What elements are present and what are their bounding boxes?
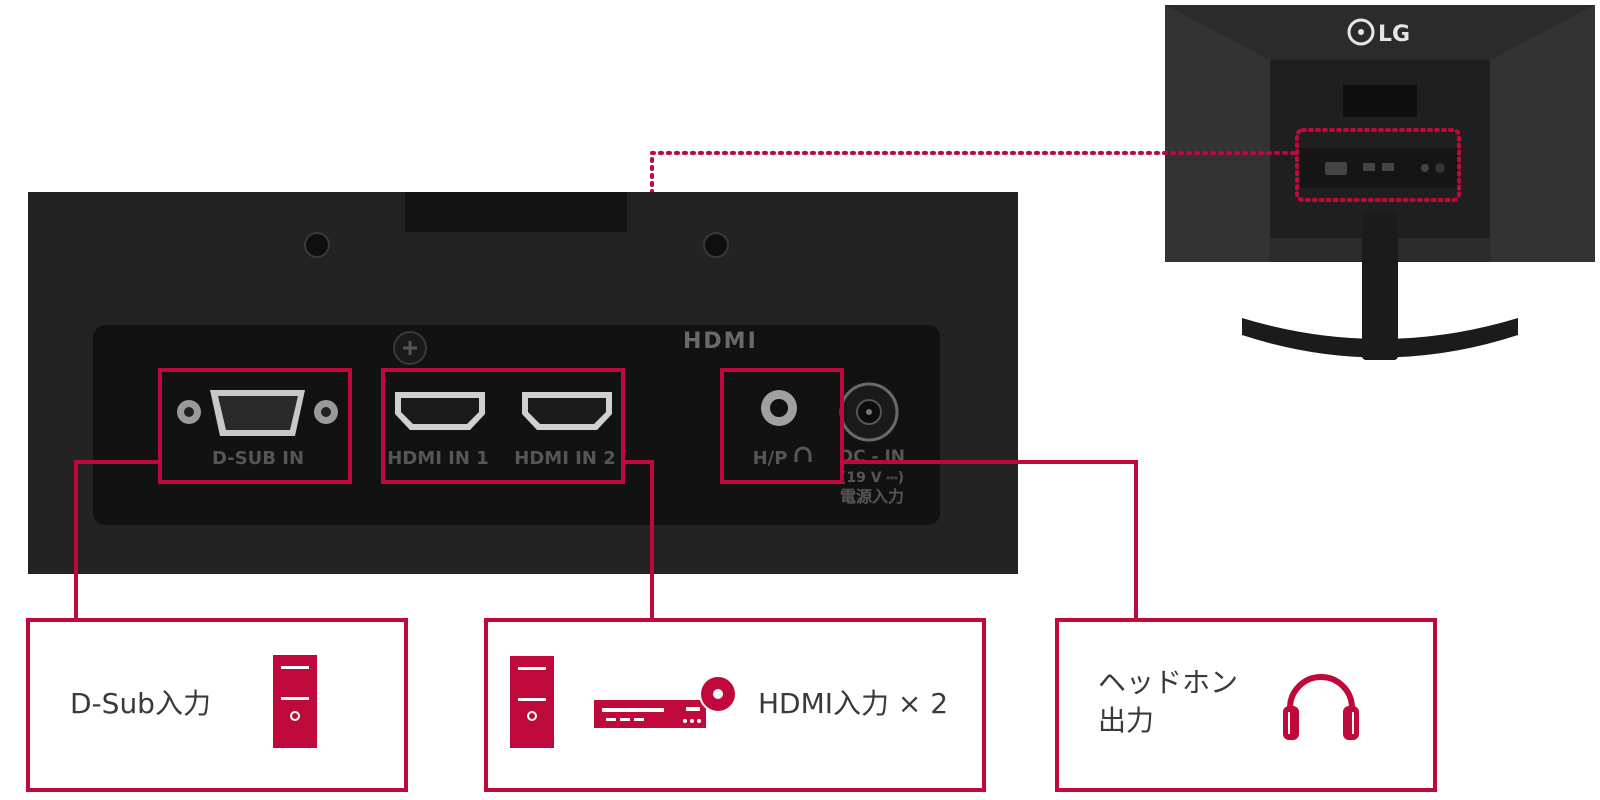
callout-headphone-label-2: 出力	[1098, 704, 1154, 737]
port-area-highlight	[1295, 128, 1461, 202]
hdmi-port-icon	[522, 392, 612, 430]
hp-highlight	[720, 368, 844, 484]
lg-logo: LG	[1347, 18, 1410, 47]
pc-tower-icon	[510, 656, 554, 748]
hdmi-logo: HDMI	[683, 329, 758, 354]
callout-hdmi-label: HDMI入力 × 2	[758, 687, 948, 720]
dotted-leader-line	[650, 151, 1299, 267]
port-label-dsub: D-SUB IN	[212, 448, 304, 469]
hdmi-highlight	[381, 368, 625, 484]
dsub-highlight	[158, 368, 352, 484]
hdmi-port-icon	[395, 392, 485, 430]
callout-dsub: D-Sub入力	[26, 618, 408, 792]
monitor-rear-thumbnail: LG	[1165, 5, 1595, 360]
port-label-hdmi2: HDMI IN 2	[514, 448, 615, 469]
vga-port-icon	[177, 390, 338, 436]
headphones-icon	[1283, 674, 1359, 740]
port-label-hdmi1: HDMI IN 1	[387, 448, 488, 469]
rear-port-panel: HDMI D-SU	[28, 192, 1018, 574]
connector-lines	[74, 460, 1138, 620]
callout-hdmi: HDMI入力 × 2	[484, 618, 986, 792]
headphone-jack-icon	[761, 390, 797, 426]
port-label-dc-voltage: (19 V ⎓)	[840, 470, 904, 486]
headphone-symbol-icon	[794, 446, 812, 462]
lg-logo-text: LG	[1378, 22, 1410, 47]
port-label-dc-japanese: 電源入力	[840, 487, 904, 506]
dc-jack-icon	[839, 382, 899, 442]
pc-tower-icon	[273, 655, 317, 748]
dvd-player-icon	[594, 675, 737, 728]
port-highlight-frames	[158, 368, 844, 484]
callout-headphone: ヘッドホン 出力	[1055, 618, 1437, 792]
callout-dsub-label: D-Sub入力	[70, 687, 211, 720]
callout-headphone-label-1: ヘッドホン	[1098, 666, 1238, 699]
port-label-hp: H/P	[753, 448, 788, 469]
